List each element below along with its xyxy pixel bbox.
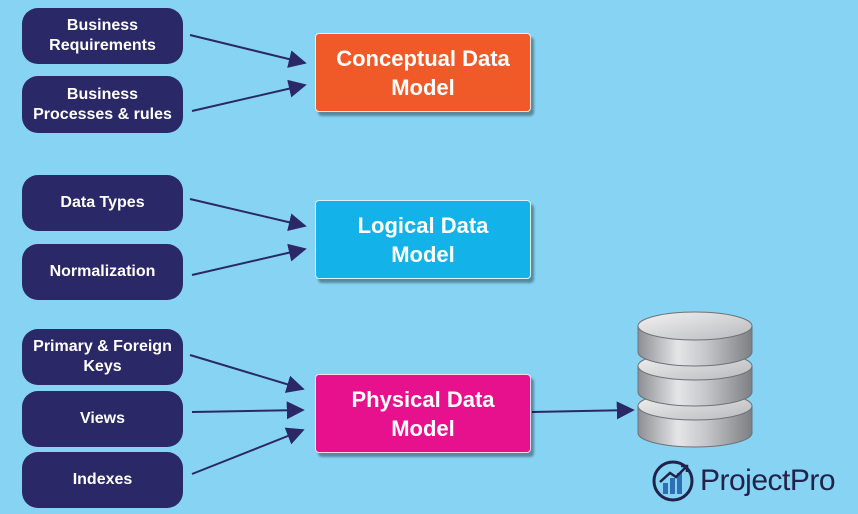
- input-views: Views: [22, 391, 183, 447]
- input-business-processes: Business Processes & rules: [22, 76, 183, 133]
- projectpro-logo: ProjectPro: [650, 458, 836, 504]
- conceptual-data-model-box: Conceptual Data Model: [315, 33, 531, 112]
- arrow-requirements-to-conceptual: [189, 34, 307, 68]
- input-indexes: Indexes: [22, 452, 183, 508]
- database-icon: [637, 311, 753, 448]
- arrow-physical-to-database: [531, 401, 635, 420]
- logical-data-model-box: Logical Data Model: [315, 200, 531, 279]
- input-primary-foreign-keys: Primary & Foreign Keys: [22, 329, 183, 385]
- input-data-types: Data Types: [22, 175, 183, 231]
- brand-name: ProjectPro: [700, 464, 836, 497]
- arrow-keys-to-physical: [189, 354, 305, 393]
- arrow-indexes-to-physical: [191, 427, 305, 475]
- arrow-normalization-to-logical: [191, 243, 307, 276]
- projectpro-logo-icon: [652, 460, 694, 502]
- input-business-requirements: Business Requirements: [22, 8, 183, 64]
- physical-data-model-box: Physical Data Model: [315, 374, 531, 453]
- arrow-datatypes-to-logical: [189, 198, 307, 232]
- arrow-views-to-physical: [191, 401, 305, 420]
- arrow-processes-to-conceptual: [191, 79, 307, 112]
- input-normalization: Normalization: [22, 244, 183, 300]
